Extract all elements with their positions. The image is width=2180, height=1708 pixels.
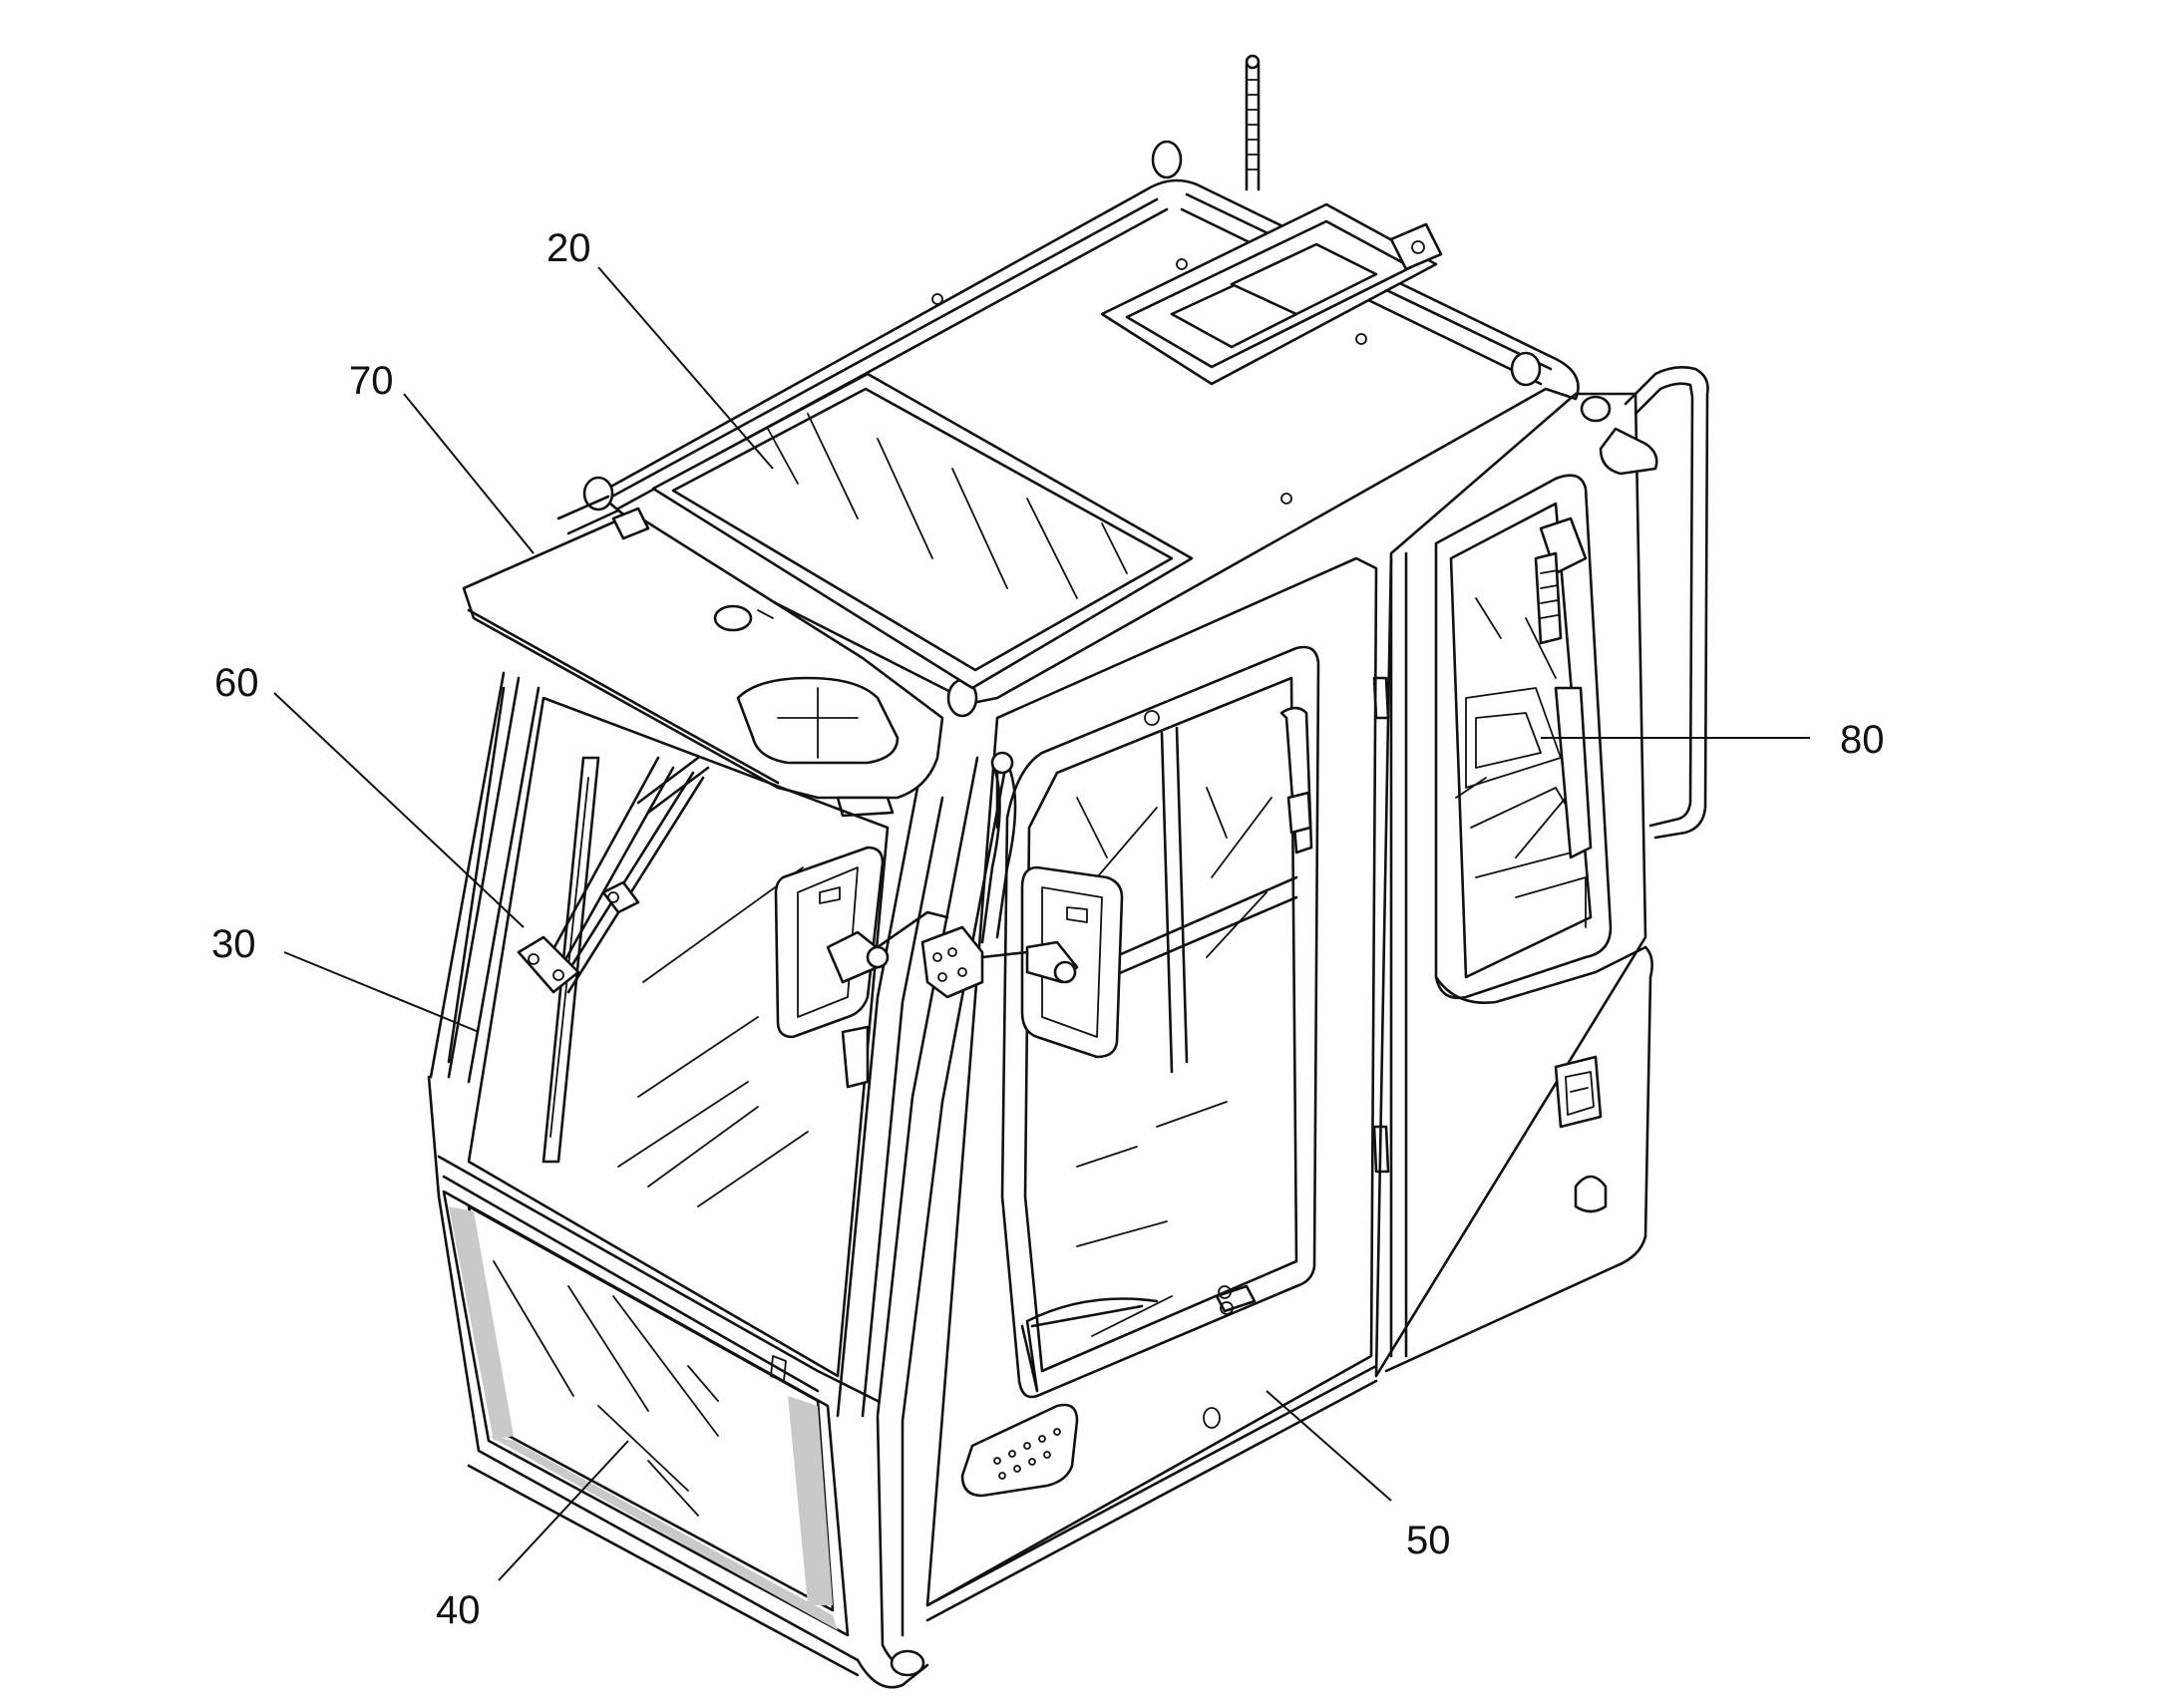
door-mirror [920,751,1124,1059]
door [876,556,1390,1669]
label-20: 20 [546,226,591,270]
roof-glass-hatch [767,413,1128,599]
roof [556,54,1580,718]
lower-glass-hatch [493,1260,719,1517]
front-windshield [429,671,944,1418]
label-70: 70 [349,359,394,403]
label-60: 60 [214,661,259,705]
label-30: 30 [211,922,256,966]
reference-labels: 20 70 60 30 40 50 80 [211,226,1885,1632]
bottom-corner [856,1364,1378,1689]
lower-front-glass [427,1075,860,1677]
wiper-assembly [517,756,710,1164]
label-40: 40 [436,1588,481,1632]
label-50: 50 [1406,1519,1451,1562]
label-80: 80 [1840,718,1885,762]
rear-side-panel [1374,366,1709,1378]
door-pocket-dots [993,1428,1061,1480]
rear-glass-hatch [1455,597,1567,858]
door-glass-hatch [1076,787,1272,1337]
sun-visor [462,507,944,818]
front-mirror [774,846,949,1089]
leader-lines [273,266,1810,1581]
